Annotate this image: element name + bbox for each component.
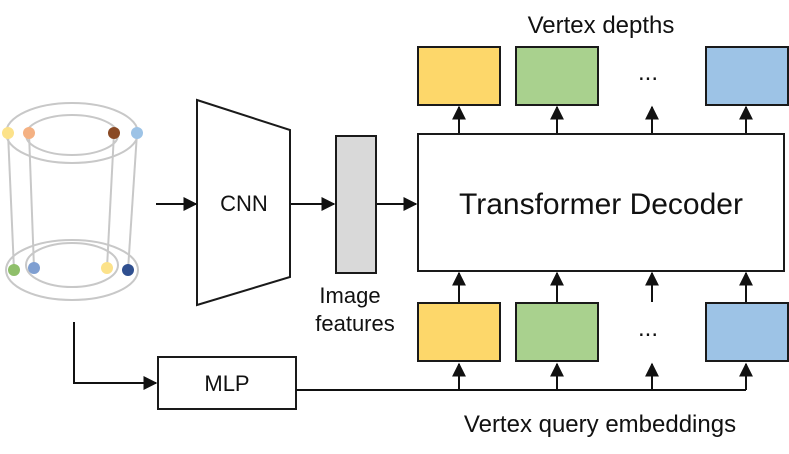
query-embedding-box-yellow <box>417 302 501 362</box>
vertex-dot-bottom-1 <box>8 264 20 276</box>
arrow-shape-to-mlp <box>73 322 158 390</box>
query-embedding-ellipsis: ... <box>638 315 658 342</box>
mlp-block <box>157 356 297 410</box>
query-embedding-box-green <box>515 302 599 362</box>
depth-output-ellipsis: ... <box>638 59 658 86</box>
vertex-dot-bottom-3 <box>101 262 113 274</box>
vertex-query-embeddings-label: Vertex query embeddings <box>464 411 736 438</box>
mlp-label: MLP <box>204 371 249 396</box>
vertex-dots <box>2 127 143 276</box>
cnn-label: CNN <box>220 191 268 216</box>
depth-output-box-blue <box>705 46 789 106</box>
cylinder-top-inner-ellipse <box>25 114 119 156</box>
cnn-block <box>196 98 291 307</box>
vertex-dot-bottom-4 <box>122 264 134 276</box>
vertex-dot-top-3 <box>108 127 120 139</box>
cylinder-bottom-outer-ellipse <box>5 239 139 301</box>
query-embedding-box-blue <box>705 302 789 362</box>
image-features-block <box>335 135 377 274</box>
cylinder-bottom-inner-ellipse <box>25 242 119 288</box>
cylinder-edge-2 <box>28 132 35 269</box>
depth-output-box-green <box>515 46 599 106</box>
vertex-dot-top-2 <box>23 127 35 139</box>
depth-output-box-yellow <box>417 46 501 106</box>
cylinder-illustration <box>5 102 139 301</box>
transformer-decoder-label: Transformer Decoder <box>459 188 743 221</box>
vertex-dot-bottom-2 <box>28 262 40 274</box>
connectors <box>73 105 753 391</box>
vertex-dot-top-1 <box>2 127 14 139</box>
image-features-label-line1: Image <box>319 283 380 308</box>
vertex-depths-label: Vertex depths <box>528 12 675 39</box>
transformer-decoder-block <box>417 133 785 272</box>
cylinder-edge-4 <box>127 132 138 271</box>
vertex-dot-top-4 <box>131 127 143 139</box>
cylinder-edge-1 <box>7 132 15 271</box>
image-features-label-line2: features <box>315 311 395 336</box>
cylinder-edge-3 <box>106 132 115 269</box>
